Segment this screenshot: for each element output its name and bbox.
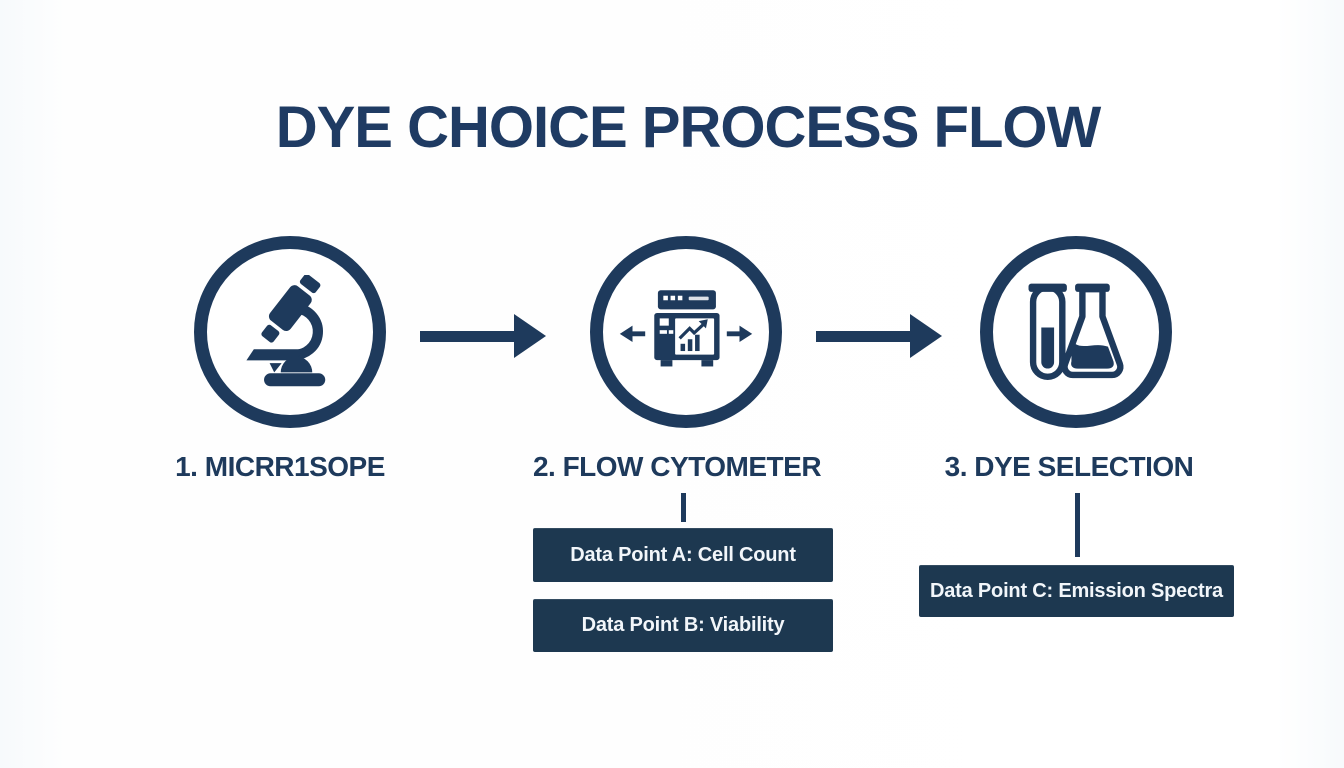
lab-glassware-icon: [1028, 283, 1124, 380]
data-point-c-box: Data Point C: Emission Spectra: [919, 565, 1234, 617]
flow-cytometer-icon: [619, 290, 753, 367]
step-circle-flow-cytometer: [590, 236, 782, 428]
arrow-shaft: [816, 331, 913, 342]
arrow-step1-to-step2: [420, 314, 546, 358]
arrow-head: [910, 314, 942, 358]
data-point-a-box: Data Point A: Cell Count: [533, 528, 833, 582]
step-label-flow-cytometer: 2. FLOW CYTOMETER: [532, 451, 822, 482]
step-circle-dye-selection: [980, 236, 1172, 428]
step-label-dye-selection: 3. DYE SELECTION: [944, 451, 1194, 482]
connector-cytometer-to-datapoints: [681, 493, 686, 522]
arrow-step2-to-step3: [816, 314, 942, 358]
data-point-b-box: Data Point B: Viability: [533, 599, 833, 652]
step-circle-microscope: [194, 236, 386, 428]
connector-dye-to-datapoint: [1075, 493, 1080, 557]
step-label-microscope: 1. MICRR1SOPE: [175, 451, 385, 482]
arrow-shaft: [420, 331, 517, 342]
diagram-title: DYE CHOICE PROCESS FLOW: [275, 95, 1102, 160]
arrow-head: [514, 314, 546, 358]
microscope-icon: [246, 274, 326, 386]
